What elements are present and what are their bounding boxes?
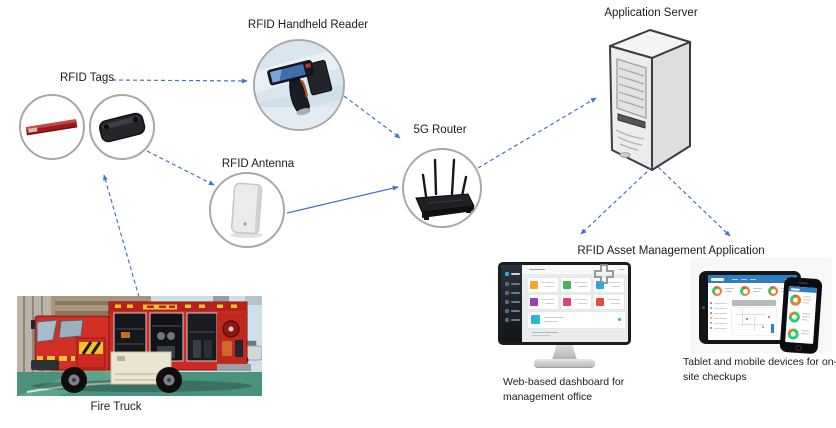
stat-card bbox=[528, 278, 558, 292]
gauge bbox=[740, 286, 762, 296]
phone-app-header bbox=[788, 286, 817, 294]
monitor-base bbox=[534, 359, 595, 367]
wide-card bbox=[528, 312, 625, 328]
smartphone-device-icon bbox=[779, 276, 823, 355]
edge-server-to-dashboard bbox=[580, 166, 653, 235]
floorplan-bar bbox=[732, 300, 776, 306]
gauge bbox=[789, 294, 812, 306]
handheld-reader-icon bbox=[255, 41, 343, 129]
mobile-caption: Tablet and mobile devices for on-site ch… bbox=[683, 356, 836, 384]
application-server-label: Application Server bbox=[604, 7, 698, 19]
dashboard-caption: Web-based dashboard for management offic… bbox=[503, 376, 625, 404]
edge-tags-to-reader bbox=[111, 78, 248, 84]
rfid-tag-red-node bbox=[19, 94, 85, 160]
dashboard-sidebar bbox=[501, 265, 522, 342]
phone-screen bbox=[785, 286, 817, 344]
stat-card bbox=[528, 295, 558, 309]
gauge bbox=[787, 328, 809, 340]
antenna-panel-icon bbox=[231, 182, 263, 238]
rfid-app-label: RFID Asset Management Application bbox=[577, 245, 765, 257]
mobile-devices-group bbox=[690, 257, 832, 355]
black-rugged-rfid-tag-icon bbox=[98, 112, 146, 143]
router-node bbox=[402, 148, 482, 228]
rfid-tags-label: RFID Tags bbox=[59, 72, 115, 84]
fire-truck-photo bbox=[17, 296, 262, 396]
phone-speaker bbox=[798, 281, 809, 284]
stat-card bbox=[561, 295, 591, 309]
edge-antenna-to-router bbox=[286, 185, 399, 214]
stat-card bbox=[561, 278, 591, 292]
floorplan bbox=[732, 308, 776, 335]
router-label: 5G Router bbox=[413, 124, 467, 136]
truck-body bbox=[108, 301, 251, 385]
edge-router-to-server bbox=[477, 97, 597, 169]
gauge bbox=[712, 286, 734, 296]
truck-wheels bbox=[61, 367, 182, 393]
rfid-tag-black-node bbox=[89, 94, 155, 160]
router-four-antennas-icon bbox=[415, 158, 475, 220]
handheld-reader-node bbox=[253, 39, 345, 131]
edge-server-to-mobile bbox=[657, 166, 731, 237]
edge-truck-to-tags bbox=[103, 174, 140, 298]
desktop-monitor-icon bbox=[498, 262, 631, 374]
placeholder-plus-icon bbox=[594, 264, 614, 284]
rfid-antenna-label: RFID Antenna bbox=[221, 158, 295, 170]
monitor-bezel bbox=[498, 262, 631, 345]
rfid-antenna-node bbox=[209, 172, 285, 248]
red-label-rfid-tag-icon bbox=[25, 119, 78, 136]
truck-cab bbox=[31, 315, 110, 371]
stat-card bbox=[594, 295, 624, 309]
tablet-device-icon bbox=[699, 271, 801, 344]
monitor-stand bbox=[552, 345, 577, 360]
gauge bbox=[788, 311, 811, 323]
phone-home-button bbox=[795, 344, 802, 352]
handheld-reader-label: RFID Handheld Reader bbox=[247, 19, 369, 31]
server-tower-icon bbox=[609, 29, 691, 171]
tablet-camera bbox=[702, 306, 705, 309]
fire-truck-label: Fire Truck bbox=[90, 401, 142, 413]
